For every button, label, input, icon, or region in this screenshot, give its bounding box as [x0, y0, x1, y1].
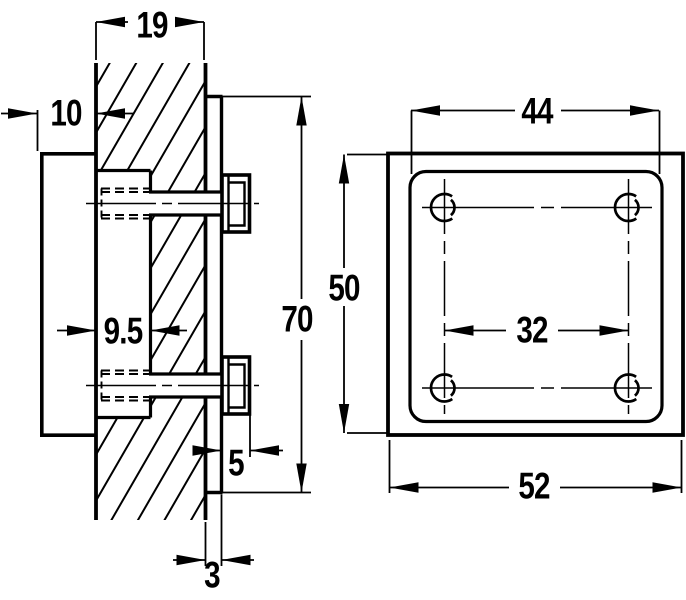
hidden-thread-lines — [100, 187, 151, 402]
plate-side-body — [205, 96, 222, 493]
dimension-hole-spacing: 32 — [516, 309, 548, 351]
dimension-plate-width: 52 — [518, 465, 550, 507]
plate-front-inner-face — [408, 169, 664, 424]
dimension-drill-depth: 9.5 — [103, 310, 144, 352]
bolt-centerlines — [86, 202, 259, 387]
side-view-arrowheads — [8, 16, 307, 566]
wall-edges — [94, 63, 208, 520]
screw-holes — [429, 192, 644, 403]
bolt-shafts — [149, 190, 223, 399]
dimension-plate-thickness: 3 — [204, 554, 220, 596]
hole-bottom-left-thread — [429, 373, 460, 403]
hole-top-right-bore — [617, 196, 640, 219]
hole-top-left-thread — [429, 192, 460, 223]
dimension-plate-height: 50 — [328, 267, 360, 309]
threaded-housing-body — [96, 170, 151, 418]
dimension-inner-plate-width: 44 — [521, 90, 553, 132]
panel-outline — [39, 152, 96, 438]
front-view-arrowheads — [338, 105, 682, 493]
dimension-wall-thickness: 19 — [136, 4, 168, 46]
hole-top-left-bore — [433, 196, 456, 219]
dimension-head-protrusion: 5 — [228, 442, 244, 484]
front-view — [338, 105, 685, 493]
panel-body — [40, 152, 96, 437]
side-section-view — [1, 16, 311, 566]
hole-bottom-right-bore — [617, 376, 640, 400]
hole-top-right-thread — [613, 192, 644, 223]
dimension-panel-thickness: 10 — [50, 92, 82, 134]
hole-bottom-left-bore — [433, 376, 456, 400]
hole-bottom-right-thread — [613, 373, 644, 403]
dimension-plate-height-side: 70 — [281, 298, 313, 340]
